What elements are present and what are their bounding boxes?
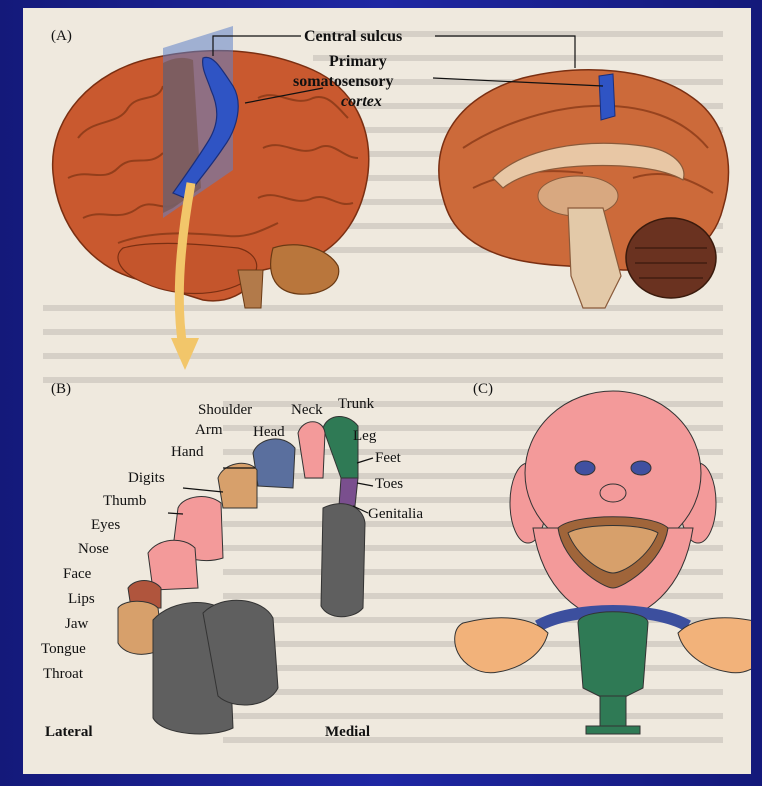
sensory-homunculus-strip <box>118 416 365 734</box>
label-arm: Arm <box>195 422 223 438</box>
label-head: Head <box>253 424 285 440</box>
lateral-brain <box>53 26 369 308</box>
label-genitalia: Genitalia <box>368 506 423 522</box>
homunculus-figure <box>455 391 751 734</box>
cortex-label: cortex <box>341 93 382 110</box>
label-tongue: Tongue <box>41 641 86 657</box>
primary-label: Primary <box>329 53 387 70</box>
label-leg: Leg <box>353 428 377 444</box>
label-lips: Lips <box>68 591 95 607</box>
label-feet: Feet <box>375 450 402 466</box>
label-lateral: Lateral <box>45 724 92 740</box>
label-hand: Hand <box>171 444 204 460</box>
somatosensory-label: somatosensory <box>293 73 393 90</box>
label-trunk: Trunk <box>338 396 375 412</box>
medial-brain <box>439 70 729 308</box>
label-jaw: Jaw <box>65 616 88 632</box>
label-toes: Toes <box>375 476 403 492</box>
panel-b-label: (B) <box>51 381 71 397</box>
label-medial: Medial <box>325 724 370 740</box>
panel-a-label: (A) <box>51 28 72 44</box>
label-thumb: Thumb <box>103 493 146 509</box>
label-neck: Neck <box>291 402 323 418</box>
label-eyes: Eyes <box>91 517 120 533</box>
panel-c-label: (C) <box>473 381 493 397</box>
central-sulcus-label: Central sulcus <box>304 28 402 45</box>
label-throat: Throat <box>43 666 84 682</box>
label-digits: Digits <box>128 470 165 486</box>
label-shoulder: Shoulder <box>198 402 252 418</box>
label-nose: Nose <box>78 541 109 557</box>
label-face: Face <box>63 566 92 582</box>
figure-svg: (A) (B) (C) Central sulcus Primary somat… <box>23 8 751 774</box>
figure-page: (A) (B) (C) Central sulcus Primary somat… <box>23 8 751 774</box>
